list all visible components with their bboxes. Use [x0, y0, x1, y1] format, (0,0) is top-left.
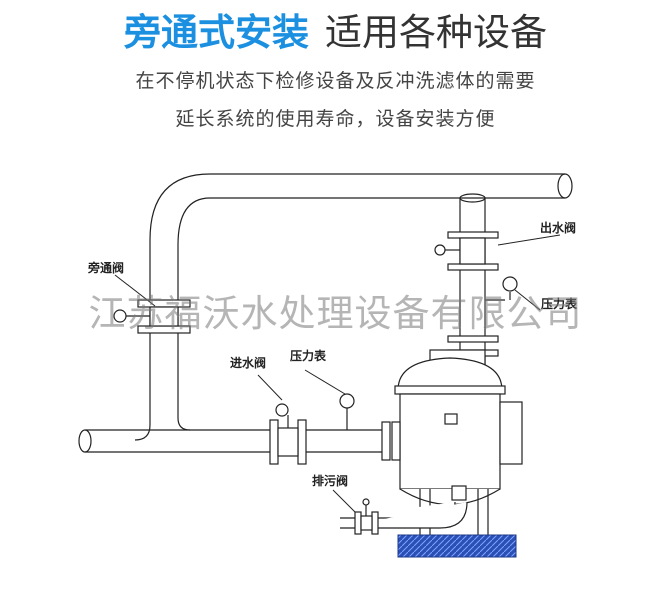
label-pressure-gauge-left: 压力表 [290, 348, 327, 363]
label-outlet-valve: 出水阀 [540, 220, 576, 235]
pressure-gauge-left [339, 393, 355, 430]
page-title: 旁通式安装适用各种设备 [0, 8, 671, 58]
inlet-flange [381, 421, 401, 461]
drain-valve [340, 498, 468, 535]
bypass-pipe [134, 173, 211, 441]
installation-diagram: 旁通阀 出水阀 压力表 进水阀 压力表 排污阀 [78, 173, 578, 558]
label-inlet-valve: 进水阀 [230, 355, 266, 370]
watermark: 江苏福沃水处理设备有限公司 [88, 292, 583, 335]
subtitle-line-2: 延长系统的使用寿命，设备安装方便 [175, 108, 496, 130]
label-drain-valve: 排污阀 [312, 473, 348, 488]
inlet-valve [269, 403, 307, 465]
top-pipe [210, 173, 573, 199]
bottom-pipe [78, 429, 385, 453]
label-pressure-gauge-right: 压力表 [541, 296, 578, 311]
pressure-gauge-right [485, 276, 518, 301]
bypass-valve [113, 299, 191, 334]
leader-lines [114, 234, 561, 513]
title-highlight: 旁通式安装 [124, 11, 309, 54]
header: 旁通式安装适用各种设备 在不停机状态下检修设备及反冲洗滤体的需要 延长系统的使用… [0, 0, 671, 150]
title-rest: 适用各种设备 [325, 11, 547, 54]
subtitle-line-1: 在不停机状态下检修设备及反冲洗滤体的需要 [135, 70, 536, 92]
label-bypass-valve: 旁通阀 [87, 260, 124, 275]
filter-vessel [394, 349, 523, 535]
foundation-base [397, 534, 517, 558]
